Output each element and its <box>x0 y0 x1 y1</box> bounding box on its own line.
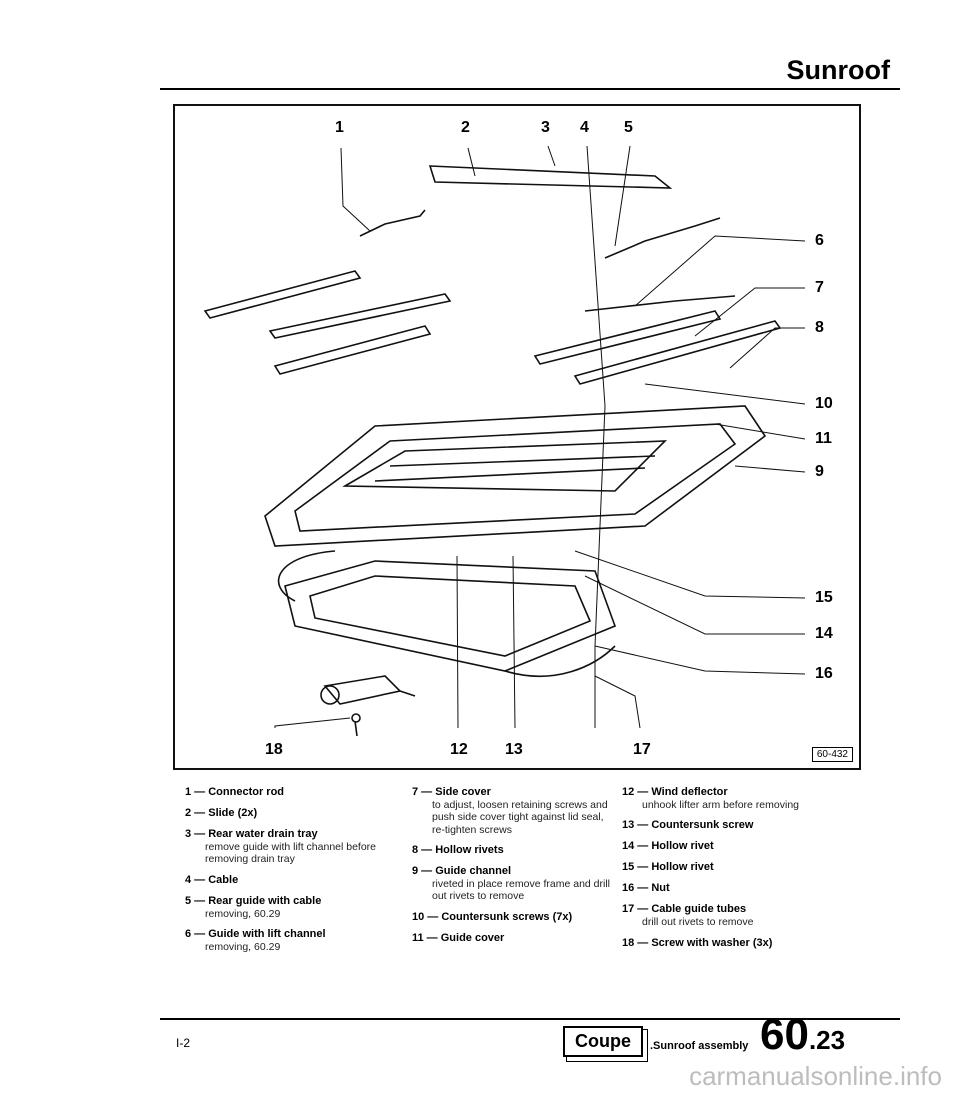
legend-item-head: 4 — Cable <box>185 873 239 886</box>
callout-11: 11 <box>815 430 832 447</box>
callout-9: 9 <box>815 463 824 480</box>
legend-item: 1 — Connector rod <box>185 786 385 799</box>
callout-3: 3 <box>541 119 550 136</box>
callout-15: 15 <box>815 589 833 606</box>
model-badge: Coupe <box>563 1026 643 1057</box>
legend-item: 10 — Countersunk screws (7x) <box>412 911 612 924</box>
legend-item: 4 — Cable <box>185 874 385 887</box>
legend-item-head: 15 — Hollow rivet <box>622 861 714 874</box>
callout-18: 18 <box>265 741 283 758</box>
page-number-minor: .23 <box>808 1025 846 1055</box>
legend-item-head: 12 — Wind deflector <box>622 786 728 798</box>
legend-item-head: 8 — Hollow rivets <box>412 844 504 857</box>
callout-10: 10 <box>815 395 833 412</box>
page-number-major: 60 <box>760 1010 809 1059</box>
callout-8: 8 <box>815 319 824 336</box>
legend-item-head: 5 — Rear guide with cable <box>185 894 322 907</box>
legend-item: 18 — Screw with washer (3x) <box>622 937 852 950</box>
header-rule <box>160 88 900 90</box>
legend-item-head: 2 — Slide (2x) <box>185 806 258 819</box>
legend-item-note: drill out rivets to remove <box>642 916 754 929</box>
legend-item-note: removing, 60.29 <box>205 907 281 920</box>
legend-column-1: 1 — Connector rod 2 — Slide (2x) 3 — Rea… <box>185 786 385 961</box>
legend-item: 15 — Hollow rivet <box>622 861 852 874</box>
legend-item-head: 13 — Countersunk screw <box>622 819 754 832</box>
legend-item-note: to adjust, loosen retaining screws and p… <box>432 798 608 836</box>
footer-rule <box>160 1018 900 1020</box>
callout-2: 2 <box>461 119 470 136</box>
callout-14: 14 <box>815 625 833 642</box>
legend-item-head: 1 — Connector rod <box>185 786 285 798</box>
callout-17: 17 <box>633 741 651 758</box>
legend-item-head: 3 — Rear water drain tray <box>185 827 318 840</box>
callout-13: 13 <box>505 741 523 758</box>
page-number: 60.23 <box>760 1010 845 1060</box>
legend-item-head: 18 — Screw with washer (3x) <box>622 936 773 949</box>
legend-item-note: riveted in place remove frame and drill … <box>432 878 610 903</box>
legend-item-head: 14 — Hollow rivet <box>622 840 714 853</box>
callout-4: 4 <box>580 119 589 136</box>
legend-item-note: removing, 60.29 <box>205 940 281 953</box>
legend-item-head: 7 — Side cover <box>412 786 491 798</box>
legend-item-note: remove guide with lift channel before re… <box>205 840 377 866</box>
legend-item-head: 16 — Nut <box>622 882 670 895</box>
legend-item-head: 9 — Guide channel <box>412 865 512 878</box>
callout-5: 5 <box>624 119 633 136</box>
legend-item-head: 6 — Guide with lift channel <box>185 927 326 940</box>
legend-item-head: 10 — Countersunk screws (7x) <box>412 910 573 923</box>
callout-16: 16 <box>815 665 833 682</box>
exploded-diagram: 1 2 3 4 5 6 7 8 10 11 9 15 14 16 18 12 1… <box>173 104 861 770</box>
callout-7: 7 <box>815 279 824 296</box>
legend-item: 11 — Guide cover <box>412 932 612 945</box>
legend-item-note: unhook lifter arm before removing <box>642 798 799 811</box>
legend-item: 2 — Slide (2x) <box>185 807 385 820</box>
legend-item: 16 — Nut <box>622 882 852 895</box>
legend-item-head: 17 — Cable guide tubes <box>622 903 747 916</box>
legend-item: 13 — Countersunk screw <box>622 819 852 832</box>
section-name: .Sunroof assembly <box>650 1040 749 1052</box>
callout-1: 1 <box>335 119 344 136</box>
legend-item-head: 11 — Guide cover <box>412 931 505 944</box>
callout-12: 12 <box>450 741 468 758</box>
callout-6: 6 <box>815 232 824 249</box>
diagram-drawing <box>203 145 806 737</box>
page-reference: I-2 <box>176 1036 191 1050</box>
figure-code: 60-432 <box>811 747 853 762</box>
legend-item: 8 — Hollow rivets <box>412 844 612 857</box>
page-title: Sunroof <box>786 55 890 85</box>
legend-item: 14 — Hollow rivet <box>622 840 852 853</box>
watermark-text: carmanualsonline.info <box>689 1061 942 1091</box>
